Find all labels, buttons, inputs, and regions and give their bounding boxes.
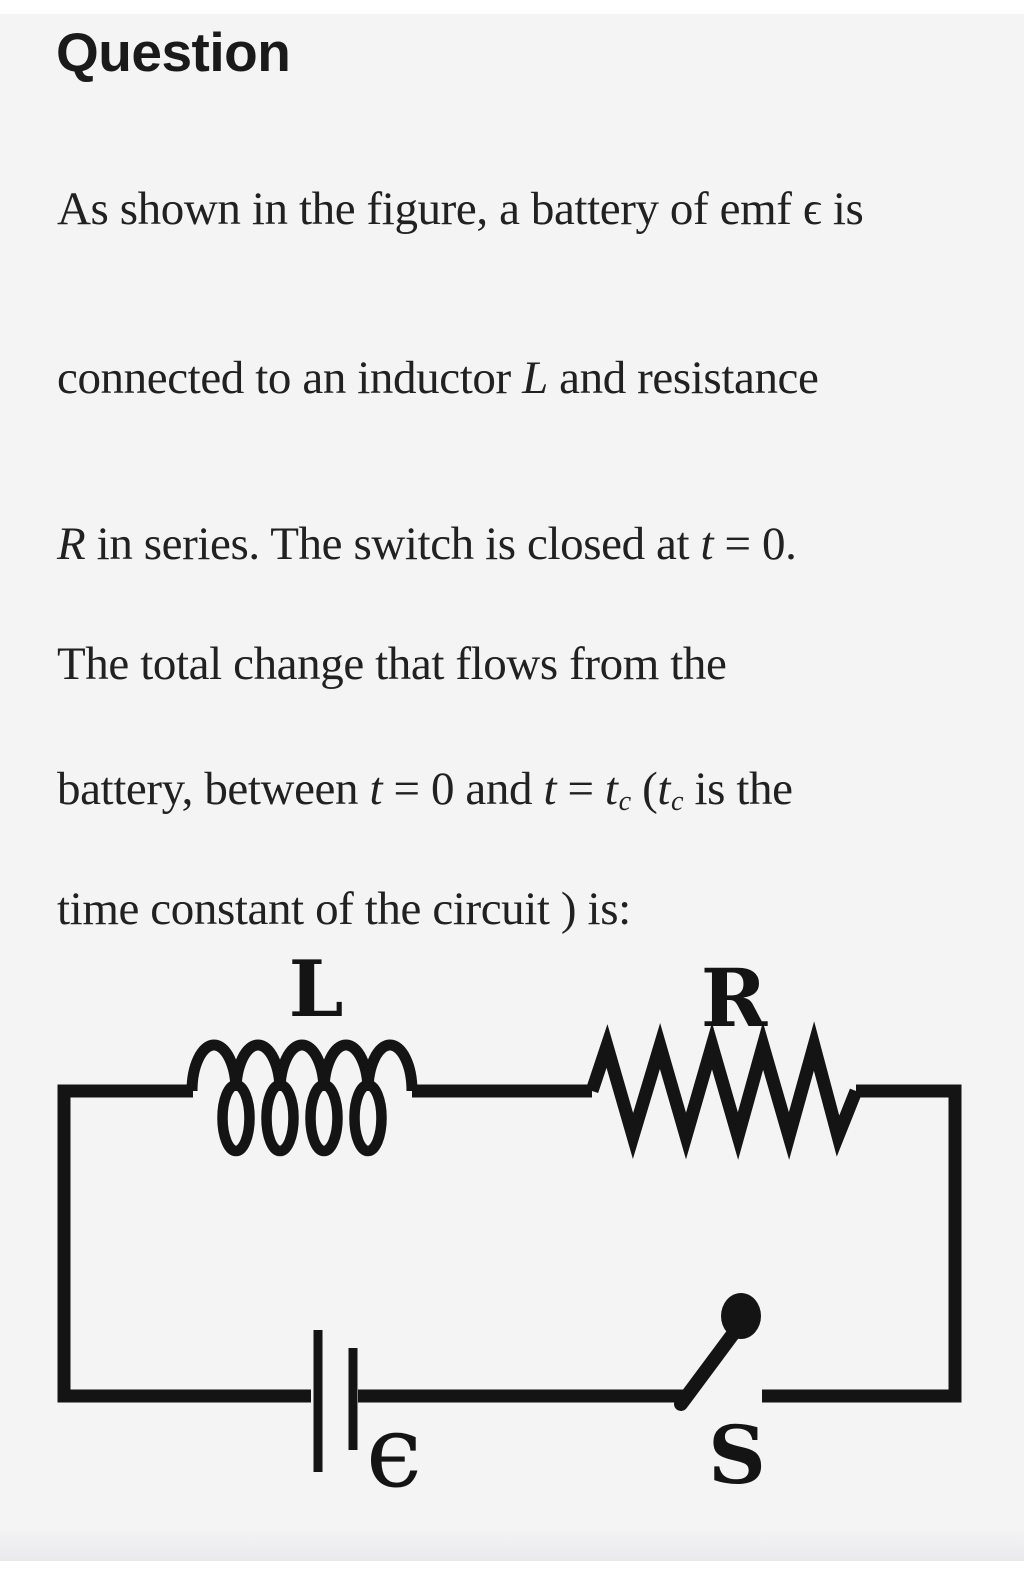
switch-label: S: [708, 1408, 766, 1502]
battery-symbol: [313, 1330, 358, 1472]
inductor-humps: [186, 1039, 418, 1092]
resistor-zigzag: [585, 1021, 863, 1160]
question-line: connected to an inductor L and resistanc…: [57, 352, 819, 404]
question-line: time constant of the circuit ) is:: [57, 883, 631, 935]
wire-left-loop: [57, 1084, 311, 1403]
inductor-loop: [261, 1079, 299, 1157]
question-line: The total change that flows from the: [57, 638, 727, 690]
question-line: battery, between t = 0 and t = tc (tc is…: [57, 763, 793, 818]
switch-lever: [674, 1327, 740, 1411]
question-line: R in series. The switch is closed at t =…: [57, 518, 797, 570]
inductor-loop: [217, 1079, 255, 1157]
page-title: Question: [56, 21, 291, 83]
bottom-fade: [0, 1532, 1024, 1561]
inductor-loop: [349, 1079, 387, 1157]
question-line: As shown in the figure, a battery of emf…: [57, 183, 864, 235]
top-strip: [0, 0, 1024, 14]
switch-symbol: [674, 1293, 761, 1411]
bottom-strip: [0, 1561, 1024, 1585]
resistor-label: R: [701, 951, 768, 1045]
inductor-coil: [186, 1039, 418, 1157]
circuit-diagram: L R ϵ S: [57, 944, 962, 1510]
wire-right-loop: [762, 1084, 962, 1403]
battery-emf-label: ϵ: [366, 1393, 422, 1510]
inductor-loop: [305, 1079, 343, 1157]
inductor-label: L: [289, 944, 344, 1035]
switch-contact-dot: [721, 1293, 761, 1339]
